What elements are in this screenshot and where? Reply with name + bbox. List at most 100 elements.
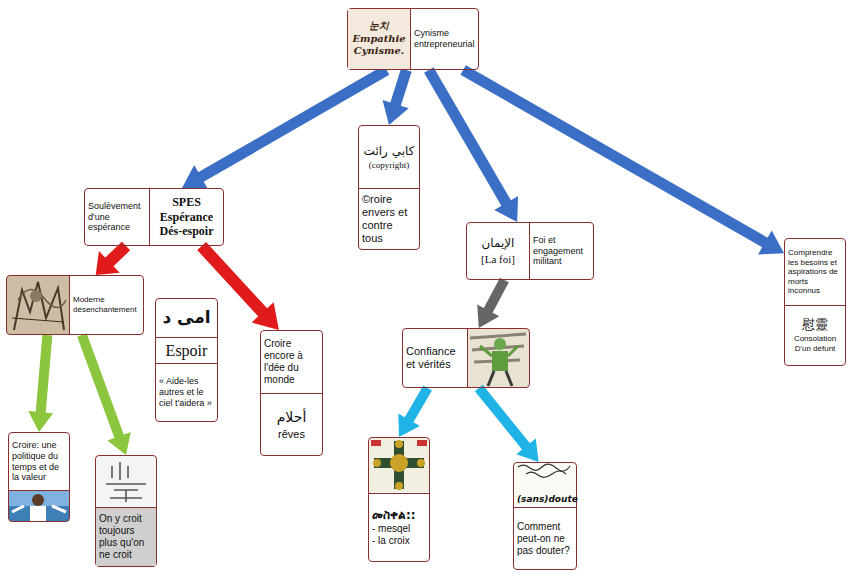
arrow-head	[383, 100, 409, 125]
card-panel: Croire encore à l'dée du monde	[261, 331, 322, 393]
node-text: - mesqel	[372, 523, 426, 535]
node-text: Comment peut-on ne pas douter?	[517, 521, 573, 557]
node-text: Croire: une politique du temps et de la …	[12, 440, 66, 483]
card-panel: « Aide-les autres et le ciel t'aidera »	[156, 363, 217, 421]
card-panel: ©roire envers et contre tous	[359, 188, 419, 249]
card-panel: Soulèvement d'une espérance	[85, 189, 149, 245]
thick-arrow	[82, 335, 131, 455]
card-panel: Foi et engagement militant	[529, 223, 593, 279]
node-text: Croire encore à l'dée du monde	[264, 338, 319, 386]
photo-image	[9, 490, 69, 521]
scribble-image	[514, 463, 576, 505]
node-text: መስቀል::	[372, 508, 426, 524]
card-panel: 눈치 Empathie Cynisme.	[348, 9, 410, 69]
node-text: Foi et engagement militant	[533, 235, 590, 267]
card-node: Confiance et vérités	[402, 328, 530, 388]
arrow-head	[494, 196, 518, 222]
image-panel	[7, 276, 69, 334]
arrow-head	[252, 302, 279, 330]
glyph-image	[96, 456, 156, 506]
card-node: መስቀል::- mesqel- la croix	[368, 437, 430, 562]
node-text: ©roire envers et contre tous	[362, 193, 416, 246]
image-panel	[9, 490, 69, 521]
card-panel: امی د	[156, 299, 217, 337]
thick-arrow	[383, 70, 409, 125]
arrow-head	[516, 439, 538, 462]
node-text: (copyright)	[362, 160, 416, 172]
node-text: كابي رائت	[362, 143, 416, 160]
node-text: أحلام	[264, 408, 319, 428]
card-panel: Moderne désenchantement	[69, 276, 143, 334]
card-node: Moderne désenchantement	[6, 275, 144, 335]
node-text: Consolation	[788, 334, 842, 344]
card-panel: الإيمان[La foi]	[467, 223, 529, 279]
card-panel: On y croit toujours plus qu'on ne croit	[96, 507, 156, 566]
node-text: « Aide-les autres et le ciel t'aidera »	[159, 376, 214, 408]
thick-arrow	[477, 280, 504, 328]
arrow-shaft	[487, 280, 504, 312]
card-panel: Cynisme entrepreneurial	[410, 9, 478, 69]
thick-arrow	[202, 246, 279, 330]
arrow-shaft	[108, 246, 126, 263]
card-node: Soulèvement d'une espéranceSPES Espéranc…	[84, 188, 224, 246]
arrow-shaft	[395, 70, 406, 106]
arrow-shaft	[202, 246, 265, 314]
node-text: امی د	[159, 306, 214, 330]
cross-image	[369, 438, 429, 492]
card-node: On y croit toujours plus qu'on ne croit	[95, 455, 157, 567]
card-node: Croire encore à l'dée du monde أحلامrêves	[260, 330, 323, 456]
node-text: Cynisme entrepreneurial	[414, 28, 475, 50]
thick-arrow	[398, 388, 427, 437]
node-text: - la croix	[372, 535, 426, 547]
arrow-head	[182, 165, 208, 189]
arrow-shaft	[463, 70, 767, 244]
card-panel: Confiance et vérités	[403, 329, 467, 387]
card-panel: Espoir	[156, 337, 217, 363]
node-text: Moderne désenchantement	[73, 295, 140, 314]
node-text: Comprendre les besoins et aspirations de…	[788, 248, 842, 296]
image-panel	[96, 456, 156, 507]
node-text: 慰靈	[788, 317, 842, 334]
card-node: امی د Espoir « Aide-les autres et le ciel …	[155, 298, 218, 422]
card-node: الإيمان[La foi]Foi et engagement militan…	[466, 222, 594, 280]
arrow-head	[758, 231, 784, 255]
sketch-image	[7, 276, 69, 334]
image-panel	[467, 329, 529, 387]
arrow-shaft	[82, 335, 120, 438]
card-panel: Croire: une politique du temps et de la …	[9, 433, 69, 490]
node-text: 눈치 Empathie Cynisme.	[351, 20, 407, 57]
arrow-shaft	[479, 388, 527, 448]
card-node: Comprendre les besoins et aspirations de…	[784, 238, 846, 366]
node-text: [La foi]	[470, 252, 526, 266]
node-text: الإيمان	[470, 235, 526, 252]
protest-image	[467, 329, 529, 387]
arrow-head	[28, 411, 53, 432]
card-panel: መስቀል::- mesqel- la croix	[369, 493, 429, 561]
node-text: D'un défunt	[788, 344, 842, 354]
node-text: Soulèvement d'une espérance	[88, 201, 146, 233]
card-panel: كابي رائت(copyright)	[359, 126, 419, 188]
thick-arrow	[463, 70, 784, 254]
arrow-shaft	[41, 335, 48, 414]
arrow-shaft	[408, 388, 428, 421]
node-text: (sans)doute	[517, 494, 573, 505]
arrow-head	[477, 304, 499, 328]
thick-arrow	[479, 388, 539, 462]
node-text: rêves	[264, 428, 319, 441]
node-text: On y croit toujours plus qu'on ne croit	[99, 513, 153, 561]
card-panel: (sans)doute	[514, 463, 576, 507]
card-node: كابي رائت(copyright)©roire envers et con…	[358, 125, 420, 250]
card-panel: 慰靈ConsolationD'un défunt	[785, 305, 845, 365]
node-text: Confiance et vérités	[406, 345, 464, 371]
node-text: Espoir	[159, 341, 214, 360]
thick-arrow	[28, 335, 53, 432]
card-panel: أحلامrêves	[261, 393, 322, 455]
card-panel: Comment peut-on ne pas douter?	[514, 507, 576, 569]
card-panel: Comprendre les besoins et aspirations de…	[785, 239, 845, 305]
thick-arrow	[182, 70, 387, 189]
card-node: (sans)douteComment peut-on ne pas douter…	[513, 462, 577, 570]
arrow-head	[96, 251, 120, 275]
thick-arrow	[96, 246, 126, 275]
image-panel	[369, 438, 429, 493]
